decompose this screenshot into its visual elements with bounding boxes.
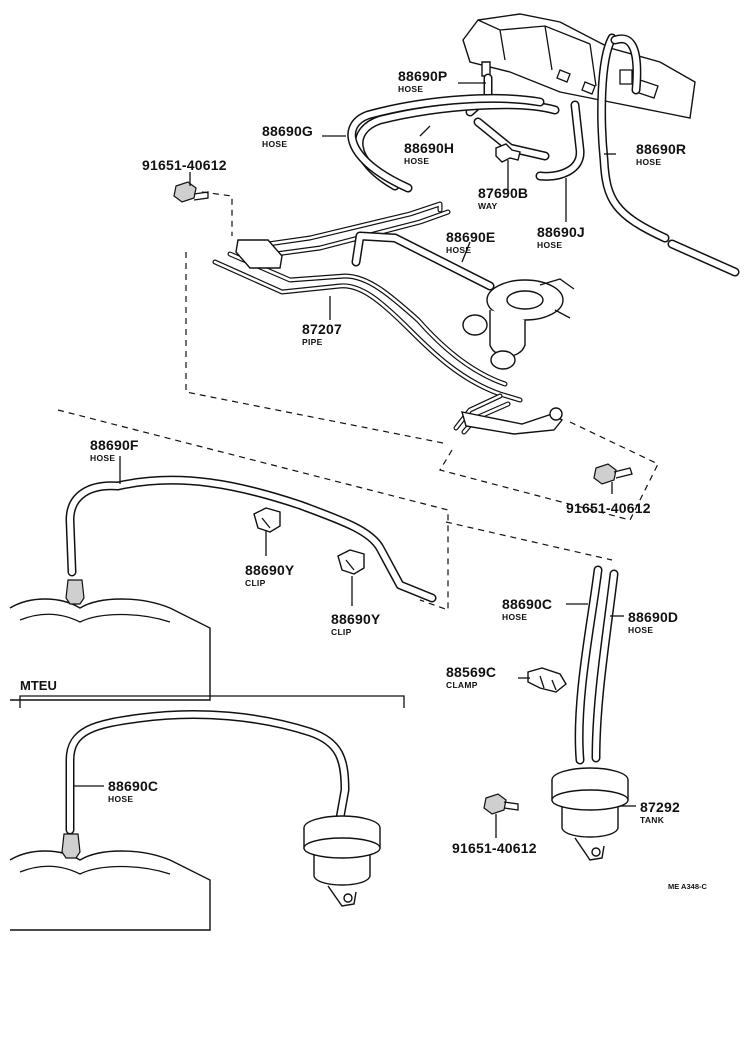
leader-lines bbox=[74, 82, 636, 838]
part-labels: 88690P HOSE 88690G HOSE 88690H HOSE 8869… bbox=[20, 68, 707, 891]
part-name-label: HOSE bbox=[636, 157, 661, 167]
part-number-label: 91651-40612 bbox=[452, 840, 537, 856]
engine-upper-drawing bbox=[9, 579, 211, 701]
part-number-label: 88690C bbox=[502, 596, 552, 612]
section-label: MTEU bbox=[20, 678, 57, 693]
bolt-91651-40612-top-drawing bbox=[173, 181, 209, 203]
part-number-label: 88690H bbox=[404, 140, 454, 156]
part-name-label: HOSE bbox=[628, 625, 653, 635]
clamp-88569C-drawing bbox=[527, 667, 567, 693]
part-number-label: 91651-40612 bbox=[142, 157, 227, 173]
part-number-label: 88690Y bbox=[331, 611, 381, 627]
hose-88690G-drawing bbox=[347, 94, 560, 193]
tank-mteu-drawing bbox=[303, 815, 381, 907]
part-number-label: 91651-40612 bbox=[566, 500, 651, 516]
part-number-label: 87690B bbox=[478, 185, 528, 201]
part-number-label: 88690G bbox=[262, 123, 313, 139]
part-name-label: HOSE bbox=[404, 156, 429, 166]
part-name-label: CLIP bbox=[331, 627, 352, 637]
hose-88690C-mteu-drawing bbox=[65, 709, 350, 835]
valve-drawing bbox=[462, 278, 575, 370]
bolt-91651-40612-mid-drawing bbox=[593, 463, 633, 485]
part-number-label: 88690Y bbox=[245, 562, 295, 578]
part-name-label: HOSE bbox=[398, 84, 423, 94]
hose-88690E-drawing bbox=[351, 231, 495, 291]
hose-88690R-drawing bbox=[597, 33, 740, 277]
part-number-label: 87207 bbox=[302, 321, 342, 337]
part-number-label: 88690C bbox=[108, 778, 158, 794]
clip-88690Y-upper-drawing bbox=[253, 507, 281, 533]
part-name-label: HOSE bbox=[262, 139, 287, 149]
part-name-label: PIPE bbox=[302, 337, 323, 347]
part-number-label: 88569C bbox=[446, 664, 496, 680]
tank-87292-drawing bbox=[551, 767, 629, 861]
bolt-91651-40612-low-drawing bbox=[483, 793, 519, 815]
part-name-label: HOSE bbox=[90, 453, 115, 463]
mteu-section-bracket bbox=[19, 695, 405, 708]
part-name-label: HOSE bbox=[108, 794, 133, 804]
part-name-label: CLAMP bbox=[446, 680, 478, 690]
way-87690B-drawing bbox=[495, 143, 521, 163]
part-number-label: 88690D bbox=[628, 609, 678, 625]
drawing-reference: ME A348-C bbox=[668, 882, 707, 891]
part-name-label: HOSE bbox=[537, 240, 562, 250]
part-number-label: 88690P bbox=[398, 68, 447, 84]
pipe-87207-drawing bbox=[212, 201, 564, 435]
hose-88690D-drawing bbox=[591, 569, 619, 763]
hose-88690C-right-drawing bbox=[574, 565, 603, 765]
part-number-label: 88690E bbox=[446, 229, 495, 245]
hose-88690J-drawing bbox=[535, 100, 585, 181]
hose-88690F-drawing bbox=[65, 475, 437, 603]
part-name-label: TANK bbox=[640, 815, 665, 825]
part-name-label: HOSE bbox=[502, 612, 527, 622]
part-name-label: WAY bbox=[478, 201, 498, 211]
clip-88690Y-lower-drawing bbox=[337, 549, 365, 575]
part-name-label: HOSE bbox=[446, 245, 471, 255]
part-number-label: 88690F bbox=[90, 437, 139, 453]
part-name-label: CLIP bbox=[245, 578, 266, 588]
dashed-guide-lines bbox=[57, 191, 659, 611]
engine-lower-drawing bbox=[9, 833, 211, 931]
part-number-label: 88690R bbox=[636, 141, 686, 157]
part-number-label: 87292 bbox=[640, 799, 680, 815]
part-number-label: 88690J bbox=[537, 224, 585, 240]
